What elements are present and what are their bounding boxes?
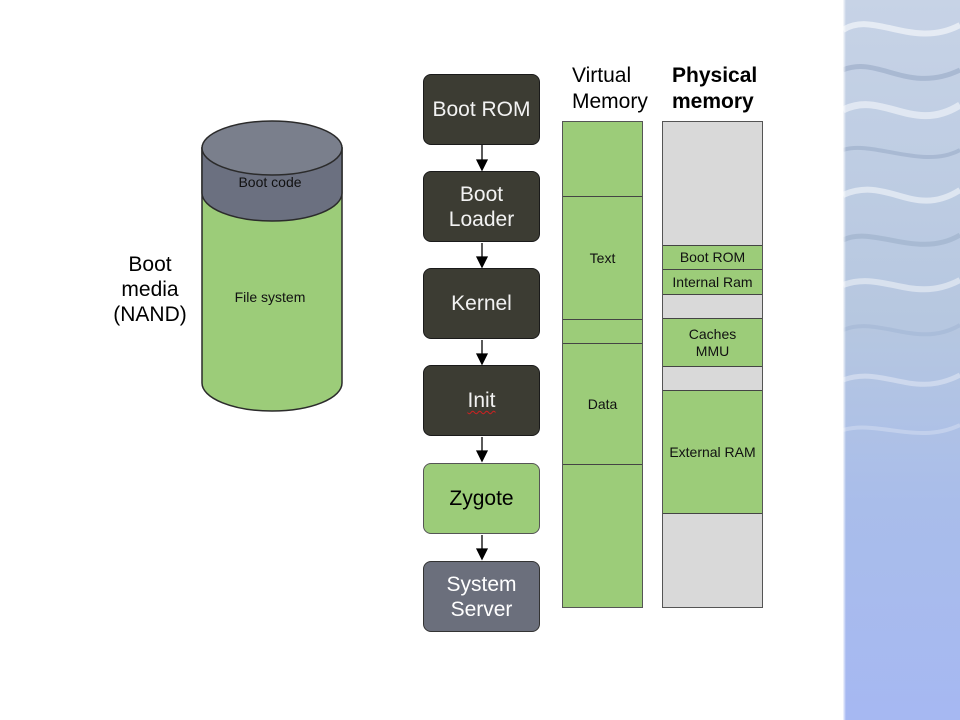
physical-segment-caches-mmu: Caches MMU (663, 318, 762, 366)
virtual-segment-text: Text (563, 196, 642, 319)
physical-segment-gap-1 (663, 294, 762, 318)
decorative-water-panel (843, 0, 960, 720)
boot-media-line-2: media (121, 278, 179, 301)
physical-segment-gap-2 (663, 366, 762, 390)
arrow-down-icon (475, 450, 489, 463)
system-server-label-line-1: System (446, 572, 517, 596)
cylinder-top (201, 120, 343, 176)
physical-memory-header: Physical memory (672, 63, 757, 115)
nand-cylinder (201, 120, 343, 412)
arrow-down-icon (475, 256, 489, 269)
boot-chain-arrows (475, 145, 489, 561)
virtual-segment-top (563, 122, 642, 196)
physical-segment-external-ram: External RAM (663, 390, 762, 513)
physical-segment-boot-rom: Boot ROM (663, 245, 762, 269)
boot-rom-box: Boot ROM (423, 74, 540, 145)
virtual-data-label: Data (587, 395, 618, 412)
boot-code-label: Boot code (238, 174, 302, 190)
virtual-text-label: Text (589, 249, 616, 266)
physical-segment-bottom (663, 513, 762, 607)
init-label: Init (467, 389, 496, 412)
boot-loader-label-line-2: Loader (448, 207, 515, 231)
kernel-box: Kernel (423, 268, 540, 339)
boot-media-line-3: (NAND) (113, 303, 187, 326)
arrow-down-icon (475, 159, 489, 172)
physical-memory-column: Boot ROM Internal Ram Caches MMU Externa… (662, 121, 763, 608)
arrow-down-icon (475, 548, 489, 561)
init-box: Init (423, 365, 540, 436)
boot-diagram: Boot media (NAND) Boot code File system … (100, 63, 763, 632)
physical-external-ram-label: External RAM (669, 443, 756, 460)
system-server-label-line-2: Server (450, 597, 513, 621)
zygote-label: Zygote (449, 487, 514, 510)
kernel-label: Kernel (451, 292, 512, 315)
boot-media-line-1: Boot (128, 253, 172, 276)
virtual-segment-data: Data (563, 343, 642, 464)
physical-memory-header-line-2: memory (672, 90, 754, 113)
arrow-down-icon (475, 353, 489, 366)
boot-loader-label-line-1: Boot (459, 182, 504, 206)
zygote-box: Zygote (423, 463, 540, 534)
physical-caches-mmu-label: Caches MMU (688, 325, 737, 359)
physical-internal-ram-label: Internal Ram (672, 273, 753, 290)
physical-segment-internal-ram: Internal Ram (663, 269, 762, 294)
boot-rom-label: Boot ROM (432, 98, 531, 121)
virtual-memory-column: Text Data (562, 121, 643, 608)
boot-media-label: Boot media (NAND) (100, 252, 200, 327)
virtual-memory-header: Virtual Memory (572, 63, 648, 115)
system-server-box: System Server (423, 561, 540, 632)
virtual-segment-bottom (563, 464, 642, 607)
virtual-segment-gap (563, 319, 642, 343)
boot-loader-box: Boot Loader (423, 171, 540, 242)
physical-memory-header-line-1: Physical (672, 64, 758, 87)
physical-boot-rom-label: Boot ROM (679, 249, 746, 265)
file-system-label: File system (234, 289, 306, 305)
water-ripple-pattern (843, 21, 960, 435)
virtual-memory-header-line-2: Memory (572, 90, 648, 113)
panel-edge-highlight (843, 0, 846, 720)
physical-segment-top (663, 122, 762, 245)
virtual-memory-header-line-1: Virtual (572, 64, 632, 87)
